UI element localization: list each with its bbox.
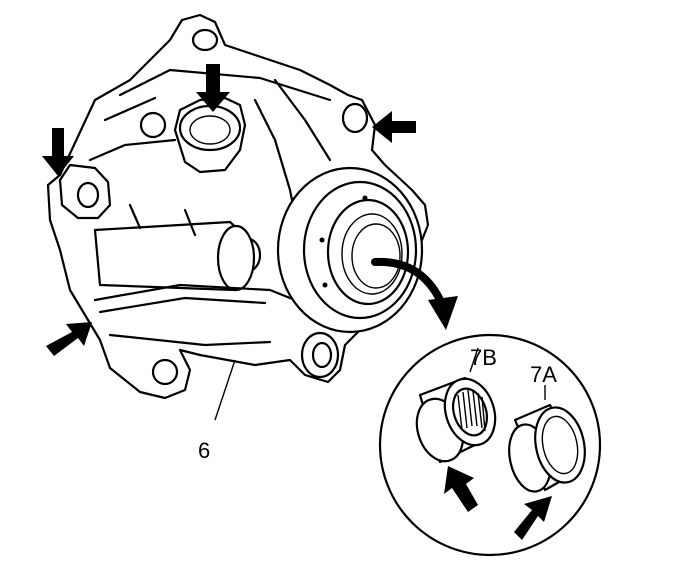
needle-bearing-7b	[415, 347, 497, 464]
arrow-up-left-icon	[444, 466, 478, 512]
arrow-down-icon	[196, 64, 230, 112]
label-housing: 6	[198, 438, 210, 463]
bearing-race-7a	[508, 385, 586, 493]
label-bearing-7a: 7A	[530, 362, 557, 387]
arrow-down-icon	[42, 128, 74, 176]
arrow-left-icon	[372, 111, 416, 143]
bearing-detail-inset	[378, 333, 602, 557]
arrow-up-right-icon	[46, 322, 92, 356]
label-bearing-7b: 7B	[470, 345, 497, 370]
detail-callout-arrow	[371, 257, 458, 330]
attention-arrows	[42, 64, 416, 356]
arrow-up-right-icon	[514, 496, 552, 540]
transmission-housing	[46, 13, 430, 421]
